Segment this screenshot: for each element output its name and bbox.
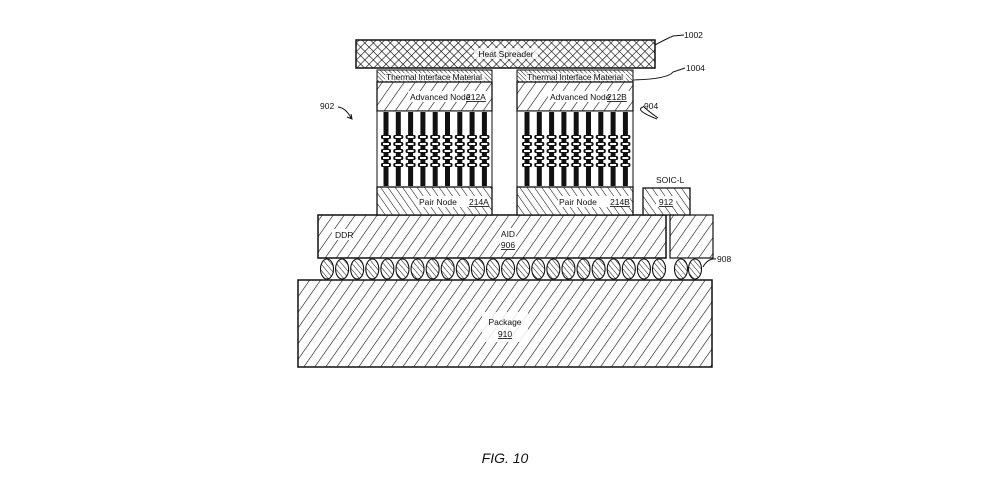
package: Package 910: [297, 279, 713, 368]
solder-bump: [395, 258, 410, 280]
solder-bump: [440, 258, 455, 280]
interconnect-pillar: [405, 112, 416, 186]
pair-node-ref-a: 214A: [469, 197, 489, 207]
stack-902: Thermal Interface Material Advanced Node…: [376, 69, 493, 216]
arrow-904-icon: [640, 105, 659, 120]
pair-node-ref-b: 214B: [610, 197, 630, 207]
solder-bump: [546, 258, 561, 280]
solder-bump: [516, 258, 531, 280]
pair-node-label-a: Pair Node: [419, 197, 457, 207]
interconnect-pillar: [454, 112, 465, 186]
interconnect-pillar: [595, 112, 606, 186]
solder-bump: [410, 258, 425, 280]
bumps-ref: 908: [717, 254, 731, 264]
solder-bump: [470, 258, 485, 280]
interconnect-pillar: [442, 112, 453, 186]
solder-bump: [561, 258, 576, 280]
pair-node-label-b: Pair Node: [559, 197, 597, 207]
interconnect-pillar: [620, 112, 631, 186]
interconnect-pillar: [381, 112, 391, 186]
interconnect-pillar: [583, 112, 594, 186]
soic-ref: 912: [659, 197, 673, 207]
interconnect-pillar: [479, 112, 490, 186]
interconnect-pillar: [522, 112, 532, 186]
solder-bump: [591, 258, 606, 280]
solder-bump: [350, 258, 365, 280]
stack-904: Thermal Interface Material Advanced Node…: [516, 69, 634, 216]
interconnect-pillar: [558, 112, 569, 186]
heat-spreader-label: Heat Spreader: [478, 49, 533, 59]
chip-stacks: Thermal Interface Material Advanced Node…: [376, 69, 634, 216]
solder-bump: [319, 258, 335, 280]
stack-ref-904: 904: [644, 101, 658, 111]
leader-1002: [654, 34, 685, 46]
interconnect-pillar: [534, 112, 545, 186]
solder-bump: [636, 258, 651, 280]
advanced-node-ref-a: 212A: [466, 92, 486, 102]
leader-908: [702, 258, 717, 268]
interconnect-pillar: [571, 112, 582, 186]
interconnect-pillar: [608, 112, 619, 186]
package-ref: 910: [498, 329, 512, 339]
advanced-node-label-a: Advanced Node: [410, 92, 471, 102]
advanced-node-label-b: Advanced Node: [550, 92, 611, 102]
solder-bump: [485, 258, 501, 280]
solder-bump: [673, 258, 689, 280]
leader-1004: [632, 67, 686, 81]
solder-bumps: [319, 258, 703, 280]
interconnect-pillar: [393, 112, 404, 186]
solder-bump: [576, 258, 591, 280]
interconnect-pillar: [546, 112, 557, 186]
solder-bump: [651, 258, 667, 280]
package-label: Package: [488, 317, 521, 327]
solder-bump: [425, 258, 440, 280]
soic-label: SOIC-L: [656, 175, 685, 185]
solder-bump: [687, 258, 703, 280]
tim-label-b: Thermal Interface Material: [527, 72, 623, 82]
heat-spreader-ref: 1002: [684, 30, 703, 40]
interconnect-pillar: [430, 112, 441, 186]
soic-chip: SOIC-L 912: [642, 175, 691, 216]
figure-label: FIG. 10: [482, 450, 529, 466]
aid-interposer: DDR AID 906: [317, 214, 714, 259]
solder-bump: [455, 258, 470, 280]
aid-label: AID: [501, 229, 515, 239]
solder-bump: [501, 258, 516, 280]
solder-bump: [606, 258, 621, 280]
solder-bump: [335, 258, 350, 280]
stack-ref-902: 902: [320, 101, 334, 111]
ddr-label: DDR: [335, 230, 353, 240]
aid-ref: 906: [501, 240, 515, 250]
arrow-902-icon: [337, 106, 353, 120]
tim-ref: 1004: [686, 63, 705, 73]
tim-label-a: Thermal Interface Material: [386, 72, 482, 82]
interconnect-pillar: [467, 112, 478, 186]
solder-bump: [531, 258, 546, 280]
solder-bump: [380, 258, 395, 280]
interconnect-pillar: [417, 112, 428, 186]
solder-bump: [365, 258, 380, 280]
solder-bump: [621, 258, 636, 280]
heat-spreader: Heat Spreader: [355, 39, 656, 69]
advanced-node-ref-b: 212B: [607, 92, 627, 102]
